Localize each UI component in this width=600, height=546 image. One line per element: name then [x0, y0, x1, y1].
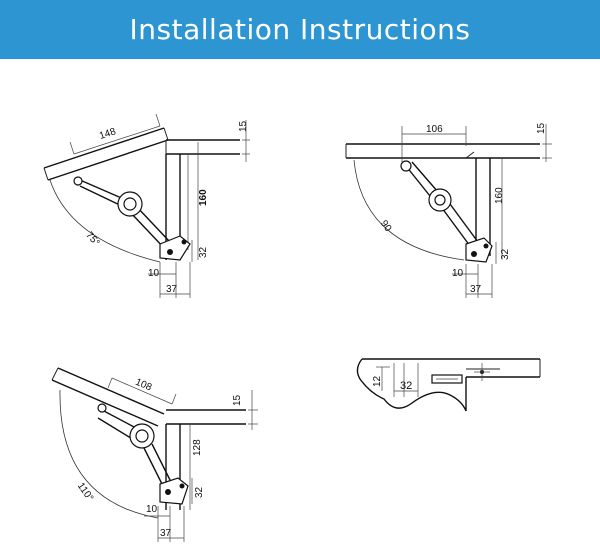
dimension-height-label: 160	[198, 189, 209, 206]
dimension-thickness-label: 15	[232, 394, 243, 406]
dimension-height-label: 160	[494, 187, 505, 204]
dimension-vertical-12: 12	[372, 366, 390, 391]
angle-label: 75°	[83, 230, 101, 249]
dimension-bottom: 10 37	[452, 264, 493, 298]
lid-mount-icon	[97, 403, 107, 413]
angle-indicator: 110°	[59, 389, 159, 519]
page-title: Installation Instructions	[129, 13, 471, 46]
lid-panel	[51, 367, 165, 427]
diagram-110-degree: 108 15 128 110° 32	[51, 367, 258, 542]
dimension-offset-32-label: 32	[198, 246, 209, 258]
dimension-thickness: 15	[232, 390, 258, 430]
angle-label: 110°	[75, 481, 95, 504]
dimension-width-37-label: 37	[470, 284, 482, 295]
diagram-90-degree: 106 15 160 90 32 10	[345, 122, 552, 298]
hinge-arm	[400, 160, 493, 263]
dimension-offset-32-label: 32	[194, 486, 205, 498]
hinge-arm	[97, 403, 189, 505]
dimension-offset-10-label: 10	[452, 268, 464, 279]
lid-mount-icon	[400, 160, 412, 172]
dimension-thickness-label: 15	[238, 120, 249, 132]
angle-indicator: 75°	[49, 179, 161, 263]
header-banner: Installation Instructions	[0, 0, 600, 59]
dimension-offset-32: 32	[495, 242, 511, 264]
dimension-width-37-label: 37	[166, 284, 178, 295]
angle-indicator: 90	[353, 159, 465, 261]
diagram-bracket-detail: 12 32	[356, 358, 541, 412]
dimension-height: 128	[189, 424, 203, 510]
dimension-thickness: 15	[536, 122, 552, 162]
dimension-thickness: 15	[238, 120, 250, 162]
lid-panel	[345, 143, 540, 159]
dimension-length: 106	[401, 124, 467, 162]
dimension-horizontal-32-label: 32	[400, 380, 412, 392]
dimension-thickness-label: 15	[536, 122, 547, 134]
dimension-horizontal-32: 32	[393, 363, 419, 397]
dimension-offset-10-label: 10	[146, 504, 158, 515]
dimension-vertical-12-label: 12	[372, 375, 383, 387]
dimension-length-label: 108	[134, 377, 154, 394]
dimension-bottom: 10 37	[148, 262, 191, 298]
mounting-plate	[431, 363, 490, 384]
hinge-arm	[73, 176, 191, 261]
base-bracket-icon	[159, 477, 189, 505]
dimension-width-37-label: 37	[160, 528, 172, 539]
bracket-outline	[356, 358, 541, 412]
dimension-height: 160	[197, 142, 209, 260]
dimension-offset-32-label: 32	[500, 248, 511, 260]
base-bracket-icon	[159, 235, 191, 261]
dimension-offset-32: 32	[191, 240, 209, 262]
dimension-length: 108	[107, 377, 177, 405]
dimension-length-label: 106	[426, 124, 443, 135]
lid-panel	[43, 127, 169, 181]
cabinet-top	[166, 409, 246, 425]
dimension-offset-32: 32	[191, 478, 205, 504]
diagram-75-degree: 148 15 160 75°	[43, 113, 250, 298]
dimension-length-label: 148	[98, 126, 118, 142]
dimension-offset-10-label: 10	[148, 268, 160, 279]
dimension-bottom: 10 37	[144, 504, 185, 542]
lid-mount-icon	[73, 176, 83, 186]
dimension-length: 148	[69, 113, 161, 155]
base-bracket-icon	[465, 237, 493, 263]
dimension-height-label: 128	[192, 439, 203, 456]
dimension-height: 160	[494, 158, 505, 258]
angle-label: 90	[378, 218, 394, 234]
cabinet-top	[165, 139, 240, 155]
